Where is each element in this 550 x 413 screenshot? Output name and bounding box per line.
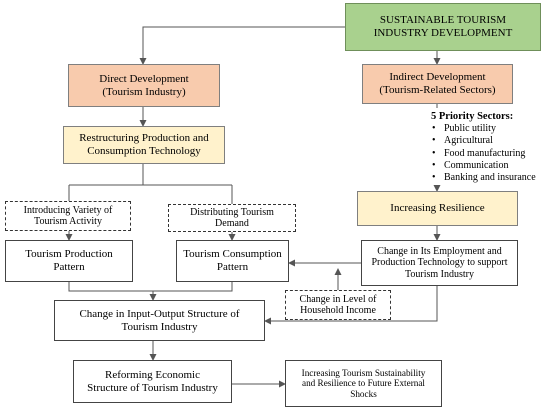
- resilience-label: Increasing Resilience: [390, 202, 485, 215]
- bullet: •: [432, 123, 436, 135]
- priority-item-text: Food manufacturing: [444, 147, 526, 159]
- household-line-2: Household Income: [300, 305, 376, 316]
- sustainability-line-1: Increasing Tourism Sustainability: [301, 367, 426, 378]
- production-line-1: Tourism Production: [25, 248, 113, 261]
- priority-item: • Agricultural: [431, 135, 550, 147]
- priority-item-text: Banking and insurance: [444, 172, 536, 184]
- arrow-sustainable-to-direct: [139, 26, 345, 65]
- priority-item-text: Agricultural: [444, 135, 493, 147]
- employment-line-2: Production Technology to support: [371, 257, 508, 269]
- bullet: •: [432, 172, 436, 184]
- priority-item: • Communication: [431, 160, 550, 172]
- sustainability-box: Increasing Tourism Sustainability and Re…: [285, 360, 442, 407]
- restructuring-box: Restructuring Production and Consumption…: [63, 126, 225, 164]
- reforming-box: Reforming Economic Structure of Tourism …: [73, 360, 232, 403]
- variety-box: Introducing Variety of Tourism Activity: [5, 201, 131, 231]
- arrow-employment-to-io: [264, 286, 438, 325]
- employment-box: Change in Its Employment and Production …: [361, 240, 518, 286]
- priority-item: • Banking and insurance: [431, 172, 550, 184]
- reforming-line-2: Structure of Tourism Industry: [87, 381, 218, 394]
- consumption-pattern-box: Tourism Consumption Pattern: [176, 240, 289, 282]
- distributing-line-1: Distributing Tourism: [190, 206, 274, 218]
- indirect-line-1: Indirect Development: [389, 71, 486, 84]
- distributing-box: Distributing Tourism Demand: [168, 204, 296, 232]
- production-pattern-box: Tourism Production Pattern: [5, 240, 133, 282]
- priority-item: • Public utility: [431, 123, 550, 135]
- io-line-1: Change in Input-Output Structure of: [79, 307, 240, 320]
- bullet: •: [432, 135, 436, 147]
- arrow-production-to-io: [68, 282, 157, 301]
- production-line-2: Pattern: [53, 261, 85, 273]
- direct-line-1: Direct Development: [99, 72, 189, 85]
- sustainability-line-2: and Resilience to Future External: [302, 378, 425, 389]
- bullet: •: [432, 159, 436, 171]
- priority-item-text: Communication: [444, 159, 509, 171]
- line-consumption-to-io: [153, 282, 233, 292]
- priority-item: • Food manufacturing: [431, 148, 550, 160]
- distributing-line-2: Demand: [215, 218, 249, 229]
- reforming-line-1: Reforming Economic: [104, 368, 200, 381]
- indirect-development-box: Indirect Development (Tourism-Related Se…: [362, 64, 513, 104]
- io-line-2: Tourism Industry: [121, 320, 198, 333]
- variety-line-1: Introducing Variety of: [23, 204, 113, 216]
- sustainable-line-2: INDUSTRY DEVELOPMENT: [373, 27, 513, 39]
- household-income-box: Change in Level of Household Income: [285, 290, 391, 320]
- consumption-line-2: Pattern: [216, 261, 249, 273]
- consumption-line-1: Tourism Consumption: [183, 248, 282, 261]
- line-restructuring-split: [69, 164, 232, 186]
- direct-development-box: Direct Development (Tourism Industry): [68, 64, 220, 107]
- indirect-line-2: (Tourism-Related Sectors): [379, 84, 496, 96]
- priority-sectors: 5 Priority Sectors: • Public utility • Agr…: [431, 111, 550, 184]
- io-structure-box: Change in Input-Output Structure of Tour…: [54, 300, 265, 341]
- priority-heading: 5 Priority Sectors:: [431, 111, 514, 122]
- bullet: •: [432, 147, 436, 159]
- employment-line-1: Change in Its Employment and: [377, 245, 502, 257]
- priority-list: • Public utility • Agricultural • Food manu…: [431, 123, 550, 184]
- employment-line-3: Tourism Industry: [404, 268, 475, 280]
- variety-line-2: Tourism Activity: [34, 216, 102, 227]
- priority-item-text: Public utility: [444, 123, 496, 135]
- resilience-box: Increasing Resilience: [357, 191, 518, 226]
- sustainable-development-box: SUSTAINABLE TOURISM INDUSTRY DEVELOPMENT: [345, 3, 541, 51]
- sustainability-line-3: Shocks: [350, 388, 377, 399]
- restructuring-line-2: Consumption Technology: [87, 145, 201, 157]
- household-line-1: Change in Level of: [299, 293, 377, 305]
- direct-line-2: (Tourism Industry): [102, 85, 186, 98]
- sustainable-line-1: SUSTAINABLE TOURISM: [379, 14, 507, 27]
- restructuring-line-1: Restructuring Production and: [79, 132, 209, 145]
